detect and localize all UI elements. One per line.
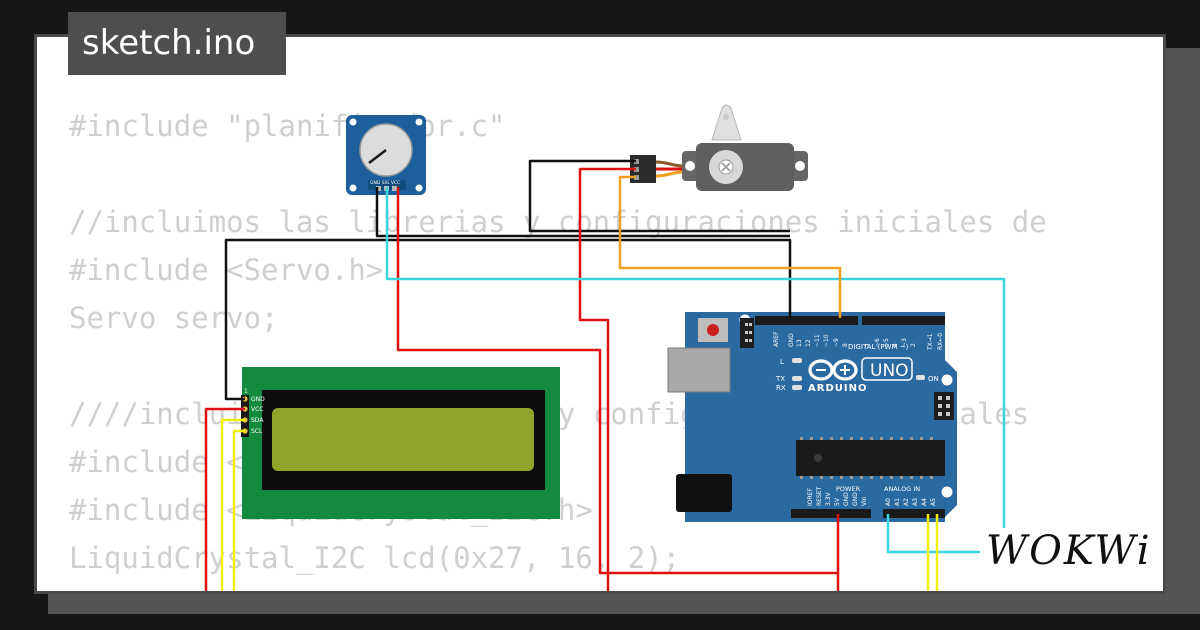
wire-lcd-sda — [220, 418, 245, 591]
svg-text:7: 7 — [865, 343, 872, 347]
potentiometer[interactable]: GND SIG VCC — [346, 115, 426, 195]
code-line: Servo servo; — [69, 301, 279, 335]
analog-label: ANALOG IN — [884, 485, 920, 493]
svg-text:~6: ~6 — [874, 338, 881, 347]
lcd-pin-scl-label: SCL — [251, 428, 263, 435]
on-label: ON — [928, 375, 939, 383]
svg-text:A4: A4 — [921, 498, 928, 506]
lcd-screen — [272, 408, 534, 471]
svg-text:8: 8 — [842, 343, 849, 347]
wire-pot-gnd — [375, 187, 790, 238]
svg-text:Vin: Vin — [861, 496, 868, 506]
svg-text:A5: A5 — [930, 498, 937, 506]
svg-text:A0: A0 — [885, 498, 892, 506]
digital-label: DIGITAL (PWM ~) — [848, 343, 909, 351]
led-rx-label: RX — [776, 384, 786, 392]
svg-text:~10: ~10 — [823, 334, 830, 347]
wire-servo-gnd — [528, 159, 790, 233]
arduino-infinity-logo — [808, 359, 858, 381]
uno-badge — [861, 357, 913, 381]
svg-text:A2: A2 — [903, 498, 910, 506]
svg-text:2: 2 — [910, 343, 917, 347]
svg-text:GND: GND — [852, 492, 859, 506]
led-l — [792, 358, 802, 363]
sketch-title-tab: sketch.ino — [68, 12, 286, 75]
wire-pot-signal — [385, 187, 1006, 554]
lcd-module[interactable]: 1 GND VCC SDA SCL — [241, 367, 560, 519]
wire-servo-vcc — [578, 167, 636, 591]
power-jack — [676, 474, 732, 512]
pot-knob-indicator — [368, 149, 387, 164]
wire-pot-vcc — [396, 187, 840, 575]
svg-text:RX←0: RX←0 — [937, 333, 944, 350]
svg-text:IOREF: IOREF — [807, 488, 814, 506]
code-line: LiquidCrystal_I2C lcd(0x27, 16, 2); — [69, 541, 681, 575]
wire-servo-signal — [618, 175, 842, 318]
svg-text:GND: GND — [843, 492, 850, 506]
usb-port — [667, 347, 731, 393]
top-pin-labels: AREF GND 13 12 ~11 ~10 ~9 8 7 ~6 ~5 4 ~3… — [773, 331, 944, 351]
wokwi-logo: WOKWi — [980, 528, 1158, 574]
led-tx — [792, 376, 802, 381]
on-led — [916, 375, 925, 380]
digital-header — [755, 316, 945, 325]
lcd-pin-vcc-label: VCC — [251, 406, 263, 413]
icsp-header — [934, 392, 954, 420]
analog-header — [883, 509, 945, 518]
model-label: UNO — [870, 361, 909, 381]
svg-text:~5: ~5 — [883, 338, 890, 347]
power-header — [791, 509, 871, 518]
svg-text:~3: ~3 — [901, 338, 908, 347]
svg-text:RESET: RESET — [816, 486, 823, 506]
svg-text:GND: GND — [788, 333, 795, 347]
svg-text:AREF: AREF — [773, 331, 780, 347]
lcd-pin1-label: 1 — [244, 388, 248, 395]
svg-text:~9: ~9 — [833, 338, 840, 347]
code-line: //incluimos las librerias y configuracio… — [69, 205, 1047, 239]
svg-text:12: 12 — [805, 339, 812, 347]
chip-pins — [800, 437, 933, 479]
lcd-pin-sda-label: SDA — [251, 417, 264, 424]
power-label: POWER — [836, 485, 861, 493]
svg-text:A3: A3 — [912, 498, 919, 506]
arduino-wordmark: ARDUINO — [808, 383, 867, 394]
led-l-label: L — [780, 358, 784, 366]
svg-text:4: 4 — [892, 343, 899, 347]
bottom-pin-labels: IOREF RESET 3.3V 5V GND GND Vin A0 A1 A2… — [807, 486, 937, 506]
servo-horn[interactable] — [711, 104, 742, 141]
servo-motor[interactable] — [630, 104, 808, 191]
svg-text:A1: A1 — [894, 498, 901, 506]
wires — [204, 159, 1006, 591]
code-line: #include <Servo.h> — [69, 253, 384, 287]
svg-text:~11: ~11 — [814, 334, 821, 347]
svg-text:3.3V: 3.3V — [825, 491, 832, 506]
svg-text:5V: 5V — [834, 497, 841, 506]
svg-text:TX→1: TX→1 — [927, 333, 934, 351]
wire-lcd-scl — [232, 429, 245, 591]
svg-text:13: 13 — [796, 339, 803, 347]
wire-lcd-vcc — [204, 407, 245, 591]
arduino-uno-board[interactable]: AREF GND 13 12 ~11 ~10 ~9 8 7 ~6 ~5 4 ~3… — [667, 312, 957, 522]
pot-pin-labels: GND SIG VCC — [370, 180, 400, 186]
wire-lcd-gnd — [224, 238, 792, 401]
lcd-pin-gnd-label: GND — [251, 396, 265, 403]
led-rx — [792, 385, 802, 390]
led-tx-label: TX — [775, 375, 785, 383]
